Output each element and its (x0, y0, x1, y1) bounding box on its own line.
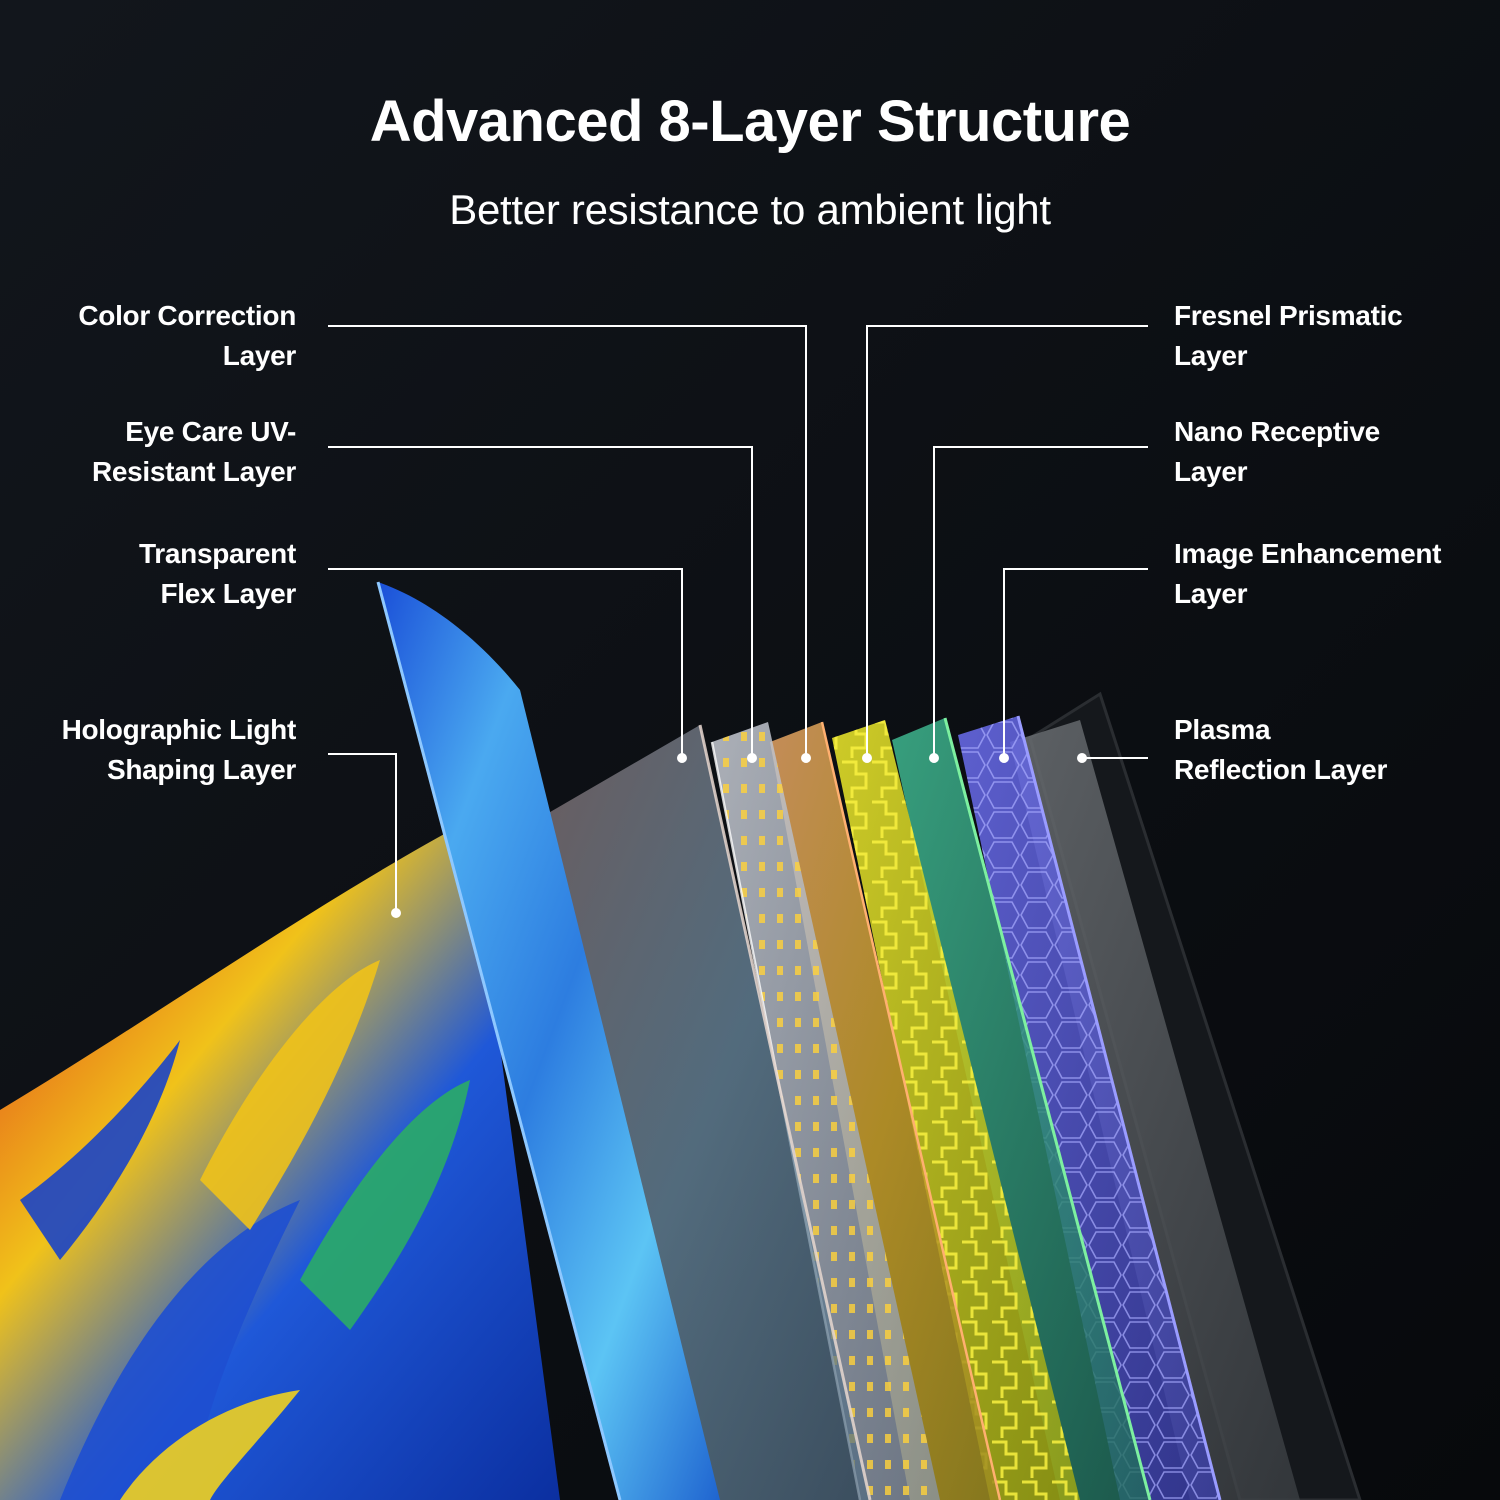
feather-green (300, 1080, 470, 1330)
label-line: Layer (1174, 456, 1248, 487)
hex-pattern (958, 716, 1220, 1500)
dot-nano-receptive (929, 753, 939, 763)
label-color-correction: Color Correction Layer (78, 296, 296, 376)
dot-holographic (391, 908, 401, 918)
image-enhancement-edge (1016, 715, 1222, 1500)
label-line: Reflection Layer (1174, 754, 1388, 785)
leader-lines (328, 325, 1148, 913)
label-line: Shaping Layer (106, 754, 296, 785)
label-line: Image Enhancement (1174, 538, 1442, 569)
label-line: Eye Care UV- (125, 416, 296, 447)
label-fresnel: Fresnel Prismatic Layer (1174, 296, 1403, 376)
feather-blue (60, 1200, 300, 1500)
dot-plasma-reflection (1077, 753, 1087, 763)
feather-blue-2 (20, 1040, 180, 1260)
leader-transparent-flex (328, 568, 683, 758)
label-line: Plasma (1174, 714, 1271, 745)
label-line: Flex Layer (160, 578, 296, 609)
label-image-enhancement: Image Enhancement Layer (1174, 534, 1442, 614)
label-line: Layer (1174, 578, 1248, 609)
dot-image-enhancement (999, 753, 1009, 763)
dot-color-correction (801, 753, 811, 763)
transparent-flex-panel (545, 725, 870, 1500)
label-transparent-flex: Transparent Flex Layer (139, 534, 296, 614)
dot-pattern (712, 722, 940, 1500)
leader-image-enhancement (1003, 568, 1148, 758)
label-line: Resistant Layer (91, 456, 296, 487)
label-line: Transparent (139, 538, 296, 569)
page-subtitle: Better resistance to ambient light (449, 186, 1051, 233)
transparent-flex-edge (698, 724, 872, 1500)
leader-fresnel (866, 325, 1148, 758)
label-plasma-reflection: Plasma Reflection Layer (1174, 710, 1387, 790)
label-eye-care: Eye Care UV- Resistant Layer (92, 412, 296, 492)
leader-nano-receptive (933, 446, 1148, 758)
dot-eye-care (747, 753, 757, 763)
label-nano-receptive: Nano Receptive Layer (1174, 412, 1380, 492)
nano-receptive-panel (892, 718, 1150, 1500)
label-line: Fresnel Prismatic (1174, 300, 1403, 331)
label-holographic: Holographic Light Shaping Layer (61, 710, 297, 790)
holographic-edge (376, 581, 622, 1500)
leader-dots (391, 753, 1087, 918)
nano-receptive-edge (943, 717, 1152, 1500)
label-line: Nano Receptive (1174, 416, 1380, 447)
color-correction-edge (820, 721, 1002, 1500)
plasma-reflection-face (1010, 720, 1300, 1500)
label-line: Layer (1174, 340, 1248, 371)
page-title: Advanced 8-Layer Structure (369, 89, 1131, 154)
dot-transparent-flex (677, 753, 687, 763)
dot-fresnel (862, 753, 872, 763)
label-line: Color Correction (78, 300, 296, 331)
leader-eye-care (328, 446, 753, 758)
label-line: Layer (222, 340, 297, 371)
feather-yellow-2 (120, 1390, 300, 1500)
label-line: Holographic Light (61, 714, 297, 745)
fresnel-pattern (832, 720, 1080, 1500)
holographic-panel (378, 582, 720, 1500)
leader-holographic (328, 753, 397, 913)
leader-color-correction (328, 325, 807, 758)
feather-yellow (200, 960, 380, 1230)
color-correction-panel (770, 722, 1000, 1500)
